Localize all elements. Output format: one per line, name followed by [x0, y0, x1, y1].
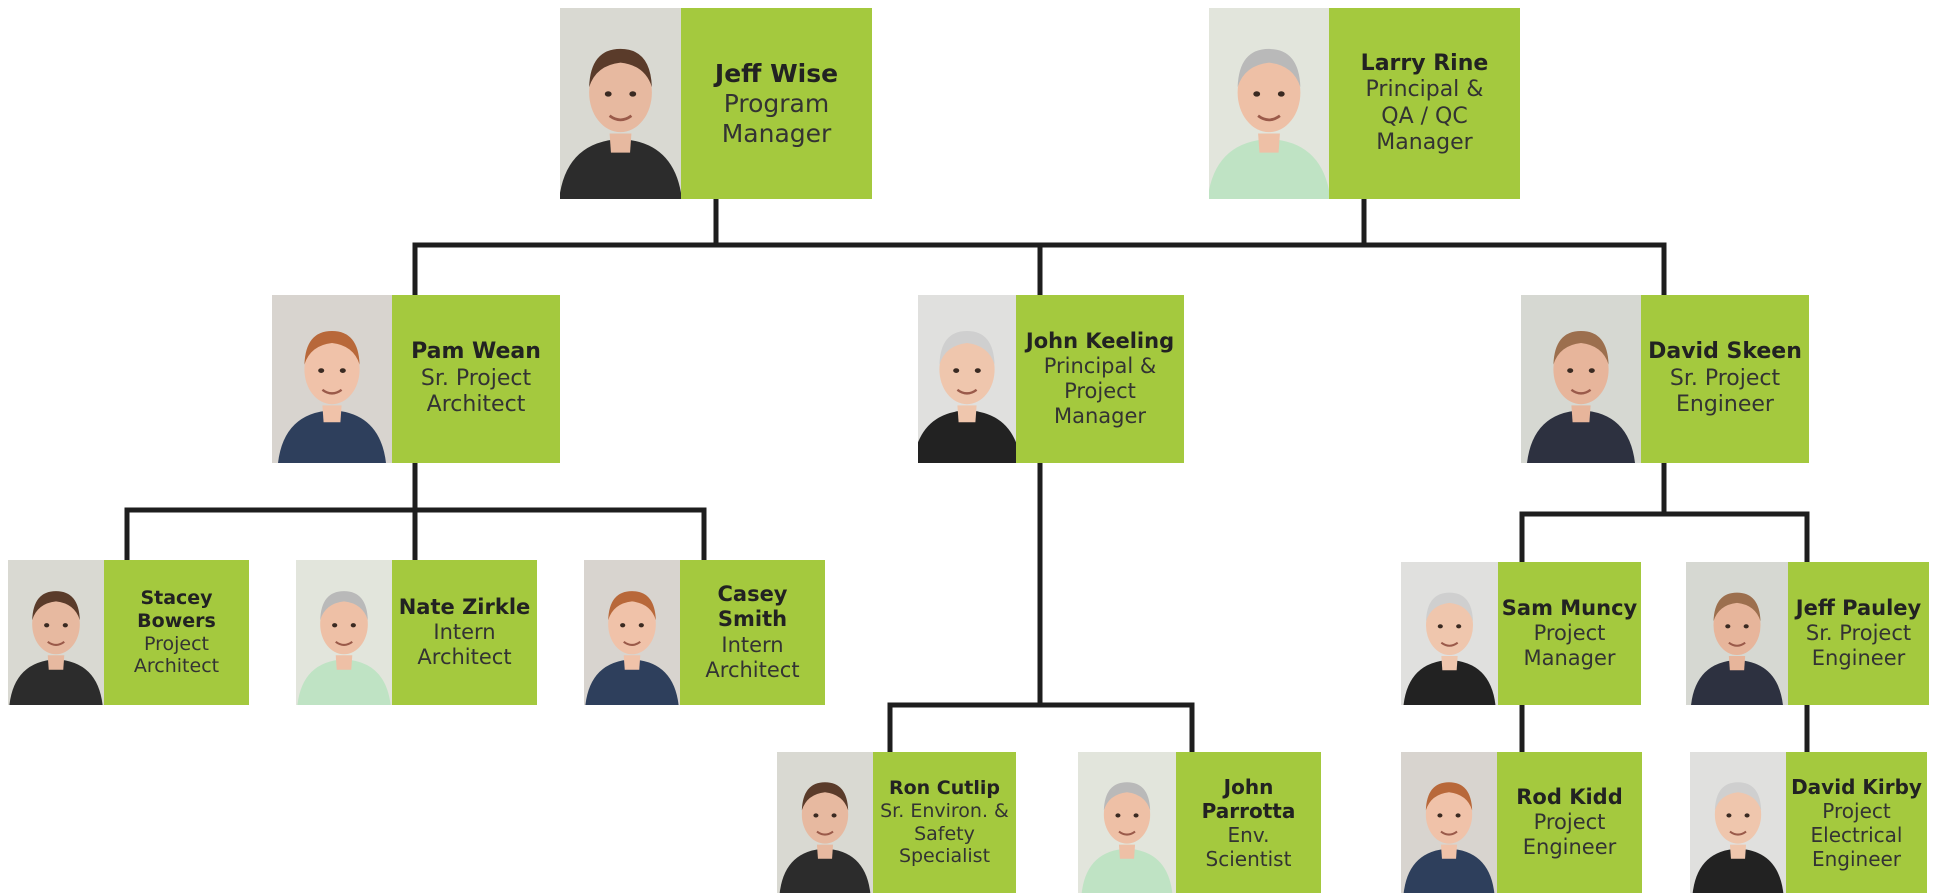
connector-pam-wean-team — [124, 460, 707, 563]
person-title: Env.Scientist — [1205, 822, 1292, 871]
connector-john-keeling-team — [887, 460, 1195, 755]
person-name: Rod Kidd — [1516, 784, 1623, 809]
person-name: Pam Wean — [411, 339, 541, 365]
avatar — [272, 295, 392, 463]
person-name: Nate Zirkle — [398, 594, 531, 619]
person-name: John Parrotta — [1201, 774, 1296, 823]
avatar — [584, 560, 680, 705]
person-name: David Kirby — [1791, 774, 1922, 799]
person-name: Sam Muncy — [1501, 595, 1638, 620]
avatar — [918, 295, 1016, 463]
avatar — [1690, 752, 1786, 893]
person-name: Casey Smith — [717, 582, 788, 632]
avatar — [1686, 562, 1788, 705]
avatar — [777, 752, 873, 893]
connector-top-level — [412, 196, 1667, 298]
connector-david-skeen-team — [1519, 460, 1810, 565]
person-title: Principal &Project Manager — [1043, 353, 1157, 429]
person-name: Jeff Wise — [714, 58, 839, 88]
avatar — [296, 560, 392, 705]
person-card-john-parrotta: John Parrotta Env.Scientist — [1078, 752, 1321, 893]
person-name: Ron Cutlip — [888, 776, 1000, 799]
avatar — [1209, 8, 1329, 199]
person-name: Stacey Bowers — [137, 586, 216, 632]
person-name: John Keeling — [1025, 328, 1175, 353]
avatar — [8, 560, 104, 705]
avatar — [1521, 295, 1641, 463]
person-name: Jeff Pauley — [1795, 595, 1922, 620]
avatar — [560, 8, 681, 199]
person-card-john-keeling: John Keeling Principal &Project Manager — [918, 295, 1184, 463]
avatar — [1078, 752, 1176, 893]
person-name: Larry Rine — [1360, 50, 1489, 76]
avatar — [1401, 752, 1497, 893]
person-name: David Skeen — [1648, 339, 1802, 365]
avatar — [1401, 562, 1498, 705]
